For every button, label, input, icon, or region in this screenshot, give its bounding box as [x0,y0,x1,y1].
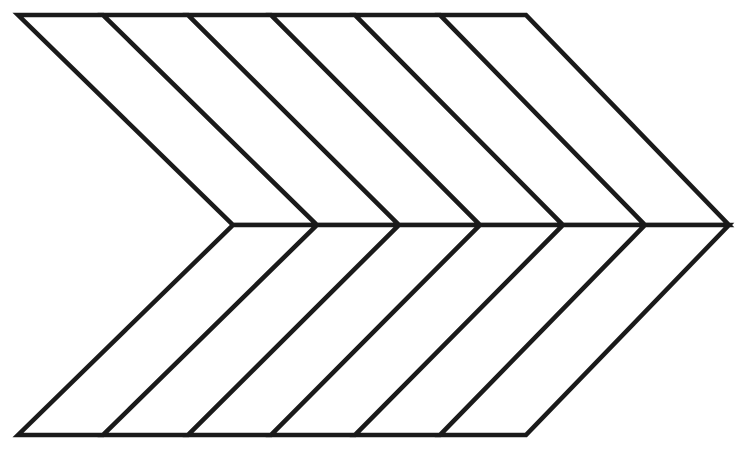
chevron-lower-band-6 [434,222,735,438]
